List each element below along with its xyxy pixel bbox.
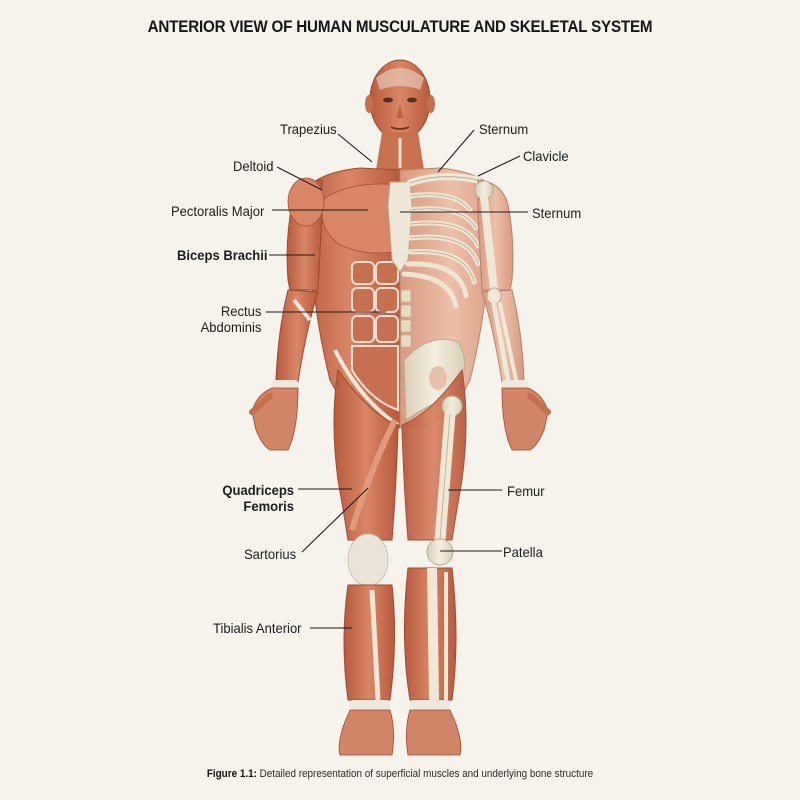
label-pectoralis-major: Pectoralis Major bbox=[171, 203, 265, 219]
leader-trapezius bbox=[337, 133, 373, 163]
caption-text: Detailed representation of superficial m… bbox=[256, 768, 594, 780]
patella-bone bbox=[426, 538, 454, 566]
leader-clavicle bbox=[477, 155, 521, 177]
right-leg-skeletal bbox=[401, 368, 467, 756]
left-arm-muscle bbox=[249, 177, 325, 451]
label-femur: Femur bbox=[507, 483, 545, 499]
head bbox=[365, 59, 435, 141]
leader-deltoid bbox=[276, 166, 323, 191]
label-rectus-line1: Rectus bbox=[220, 303, 261, 319]
label-tibialis-anterior: Tibialis Anterior bbox=[213, 620, 302, 636]
label-sternum: Sternum bbox=[532, 205, 582, 221]
right-arm-skeletal bbox=[474, 179, 551, 451]
label-quadriceps-femoris: Quadriceps Femoris bbox=[222, 482, 294, 514]
label-deltoid: Deltoid bbox=[233, 158, 274, 174]
spine bbox=[400, 289, 412, 348]
label-trapezius: Trapezius bbox=[280, 121, 337, 137]
caption-prefix: Figure 1.1: bbox=[206, 768, 257, 780]
label-biceps-brachii: Biceps Brachii bbox=[177, 247, 268, 263]
label-quadriceps-line1: Quadriceps bbox=[222, 482, 294, 498]
diagram-title: ANTERIOR VIEW OF HUMAN MUSCULATURE AND S… bbox=[147, 18, 653, 36]
leader-sternum-upper bbox=[437, 129, 475, 173]
figure-caption: Figure 1.1: Detailed representation of s… bbox=[40, 768, 760, 780]
label-rectus-line2: Abdominis bbox=[200, 319, 261, 335]
label-patella: Patella bbox=[503, 544, 543, 560]
label-clavicle: Clavicle bbox=[523, 148, 569, 164]
label-sternum-upper: Sternum bbox=[479, 121, 529, 137]
leader-lines bbox=[266, 129, 528, 629]
label-quadriceps-line2: Femoris bbox=[243, 498, 294, 514]
left-leg-muscle bbox=[333, 368, 399, 756]
label-rectus-abdominis: Rectus Abdominis bbox=[200, 303, 261, 335]
label-sartorius: Sartorius bbox=[244, 546, 297, 562]
leader-sartorius bbox=[301, 487, 369, 553]
